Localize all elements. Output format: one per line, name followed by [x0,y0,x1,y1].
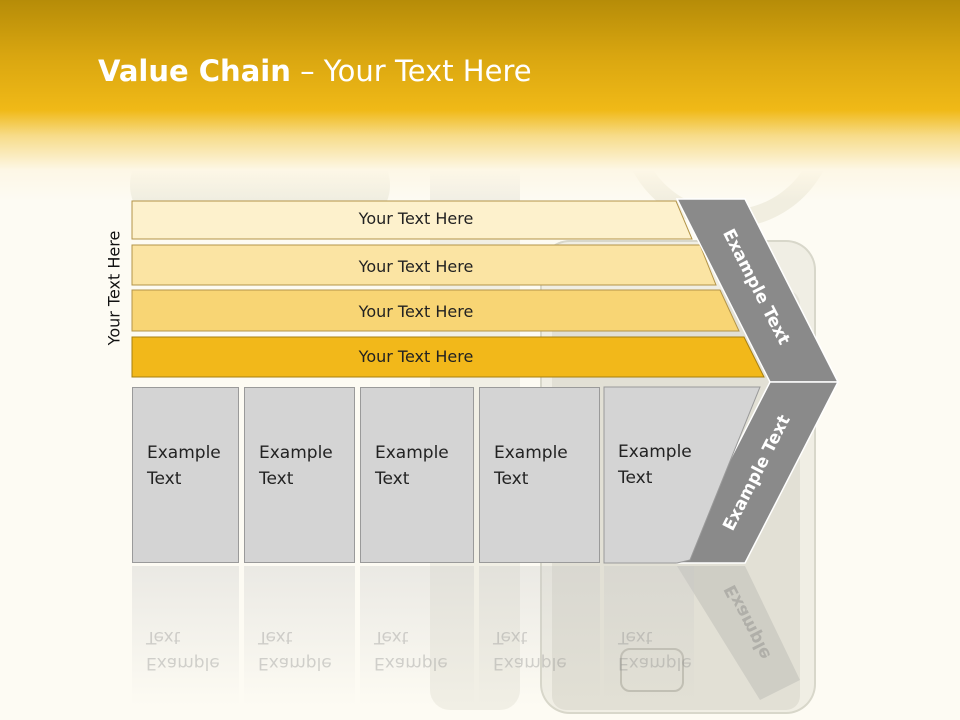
row-bar-3 [131,289,740,332]
box-reflection-5: Example Text [604,566,694,706]
activity-box-5-label: Example Text [618,442,692,488]
page-title: Value Chain – Your Text Here [98,54,532,88]
title-bold: Value Chain [98,54,291,88]
activity-box-label: Example Text [494,443,568,489]
box-reflection-2: Example Text [244,566,355,706]
row-label-4: Your Text Here [358,347,474,366]
box-reflection-3: Example Text [360,566,474,706]
row-label-1: Your Text Here [358,209,474,228]
row-bar-2 [131,244,717,286]
box-reflection-1: Example Text [132,566,239,706]
activity-box-1: Example Text [132,387,239,563]
row-label-2: Your Text Here [358,257,474,276]
activity-box-label: Example Text [147,443,221,489]
background-phone-button [620,648,684,692]
row-bar-1 [131,200,693,240]
activity-box-2: Example Text [244,387,355,563]
header-band [0,0,960,200]
activity-box-4: Example Text [479,387,600,563]
row-bar-4 [131,336,765,378]
box-5-shape [603,386,761,564]
box-reflection-4: Example Text [479,566,600,706]
title-rest: – Your Text Here [290,54,532,88]
activity-box-label: Example Text [259,443,333,489]
activity-box-label: Example Text [375,443,449,489]
row-label-3: Your Text Here [358,302,474,321]
chevron-reflection [677,566,800,700]
activity-box-3: Example Text [360,387,474,563]
